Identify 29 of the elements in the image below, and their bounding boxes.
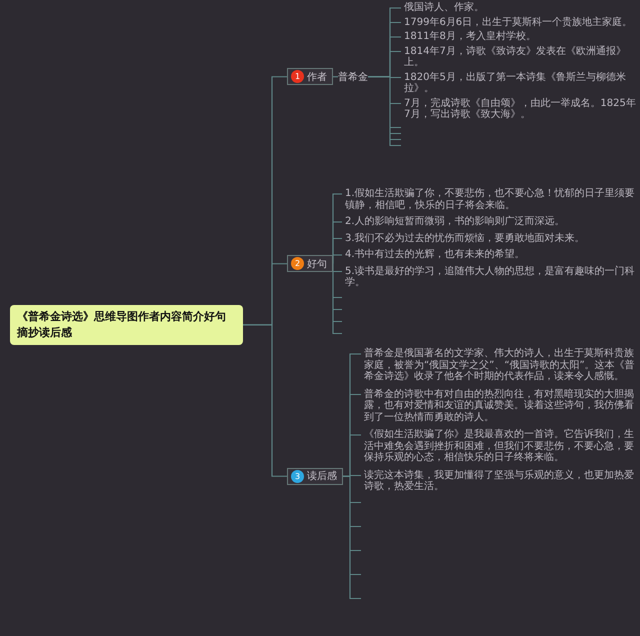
connector-line — [343, 474, 361, 477]
note-text: 读完这本诗集，我更加懂得了坚强与乐观的意义，也更加热爱诗歌，热爱生活。 — [364, 470, 636, 492]
note-text: 1820年5月，出版了第一本诗集《鲁斯兰与柳德米拉》。 — [404, 72, 638, 94]
note-text: 《假如生活欺骗了你》是我最喜欢的一首诗。它告诉我们，生活中难免会遇到挫折和困难，但我们不要悲伤，不要心急，要保持乐观的心态，相信快乐的日子终将来临。 — [364, 429, 636, 464]
connector-line — [333, 76, 338, 78]
topic-label: 好句 — [307, 258, 327, 271]
note-text: 1799年6月6日，出生于莫斯科一个贵族地主家庭。 — [404, 16, 638, 28]
note-text: 7月，完成诗歌《自由颂》，由此一举成名。1825年7月，写出诗歌《致大海》。 — [404, 98, 638, 120]
note-text: 1.假如生活欺骗了你，不要悲伤，也不要心急！忧郁的日子里须要镇静，相信吧，快乐的日子将会来临。 — [345, 188, 635, 211]
note-text: 普希金的诗歌中有对自由的热烈向往，有对黑暗现实的大胆揭露，也有对爱情和友谊的真诚赞美。读着这些诗句，我仿佛看到了一位热情而勇敢的诗人。 — [364, 388, 636, 423]
note-text: 4.书中有过去的光辉，也有未来的希望。 — [345, 249, 635, 260]
note-text: 俄国诗人、作家。 — [404, 2, 638, 14]
note-text: 普希金是俄国著名的文学家、伟大的诗人，出生于莫斯科贵族家庭，被誉为“俄国文学之父”、“俄国诗歌的太阳”。这本《普希金诗选》收录了他各个时期的代表作品，读来令人感慨。 — [364, 348, 636, 382]
connector-line — [243, 324, 287, 477]
root-topic-box: 《普希金诗选》思维导图作者内容简介好句摘抄读后感 — [10, 305, 243, 345]
topic-label: 读后感 — [307, 470, 337, 484]
number-badge: 1 — [291, 70, 304, 84]
topic-label: 作者 — [307, 70, 327, 84]
note-text: 3.我们不必为过去的忧伤而烦恼，要勇敢地面对未来。 — [345, 232, 635, 244]
note-text: 2.人的影响短暂而微弱，书的影响则广泛而深远。 — [345, 216, 635, 228]
subtopic-text: 普希金 — [338, 70, 368, 84]
number-badge: 2 — [291, 257, 304, 270]
topic-box — [287, 468, 343, 485]
number-badge: 3 — [291, 470, 304, 483]
topic-box — [287, 68, 333, 86]
note-text: 5.读书是最好的学习，追随伟大人物的思想，是富有趣味的一门科学。 — [345, 266, 635, 288]
topic-box — [287, 255, 333, 272]
note-text: 1814年7月，诗歌《致诗友》发表在《欧洲通报》上。 — [404, 46, 638, 68]
note-text: 1811年8月，考入皇村学校。 — [404, 31, 638, 42]
